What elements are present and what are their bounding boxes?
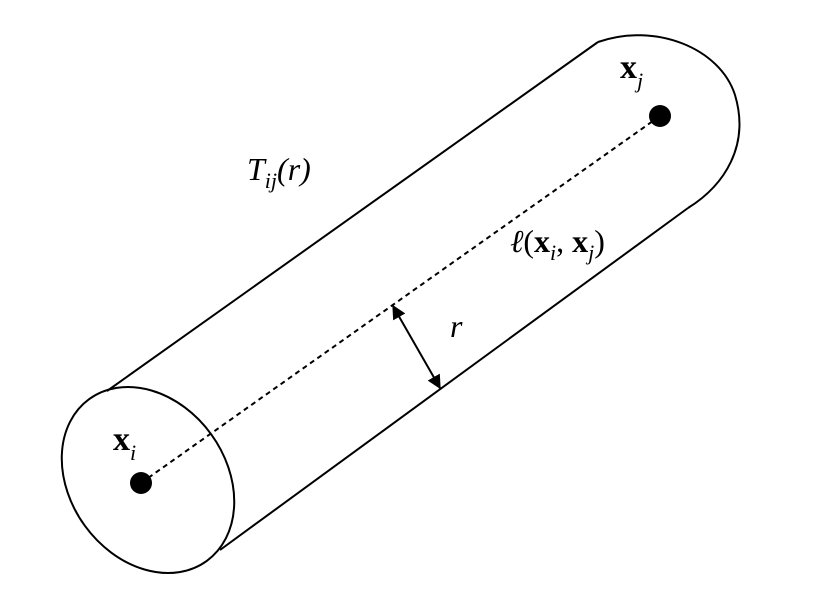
cylinder-top-edge xyxy=(106,41,599,392)
cylinder-bottom-edge xyxy=(219,207,689,551)
point-i-label: xi xyxy=(113,421,136,465)
axis-line xyxy=(140,115,661,484)
point-i-dot xyxy=(130,472,152,494)
radius-arrow xyxy=(392,304,441,390)
cylinder xyxy=(60,34,741,574)
line-label: ℓ(xi, xj) xyxy=(510,223,605,265)
radius-label: r xyxy=(450,308,463,344)
cylinder-far-cap xyxy=(597,34,741,209)
point-j-dot xyxy=(649,105,671,127)
point-j-label: xj xyxy=(620,49,643,93)
tube-label: Tij(r) xyxy=(247,151,311,193)
